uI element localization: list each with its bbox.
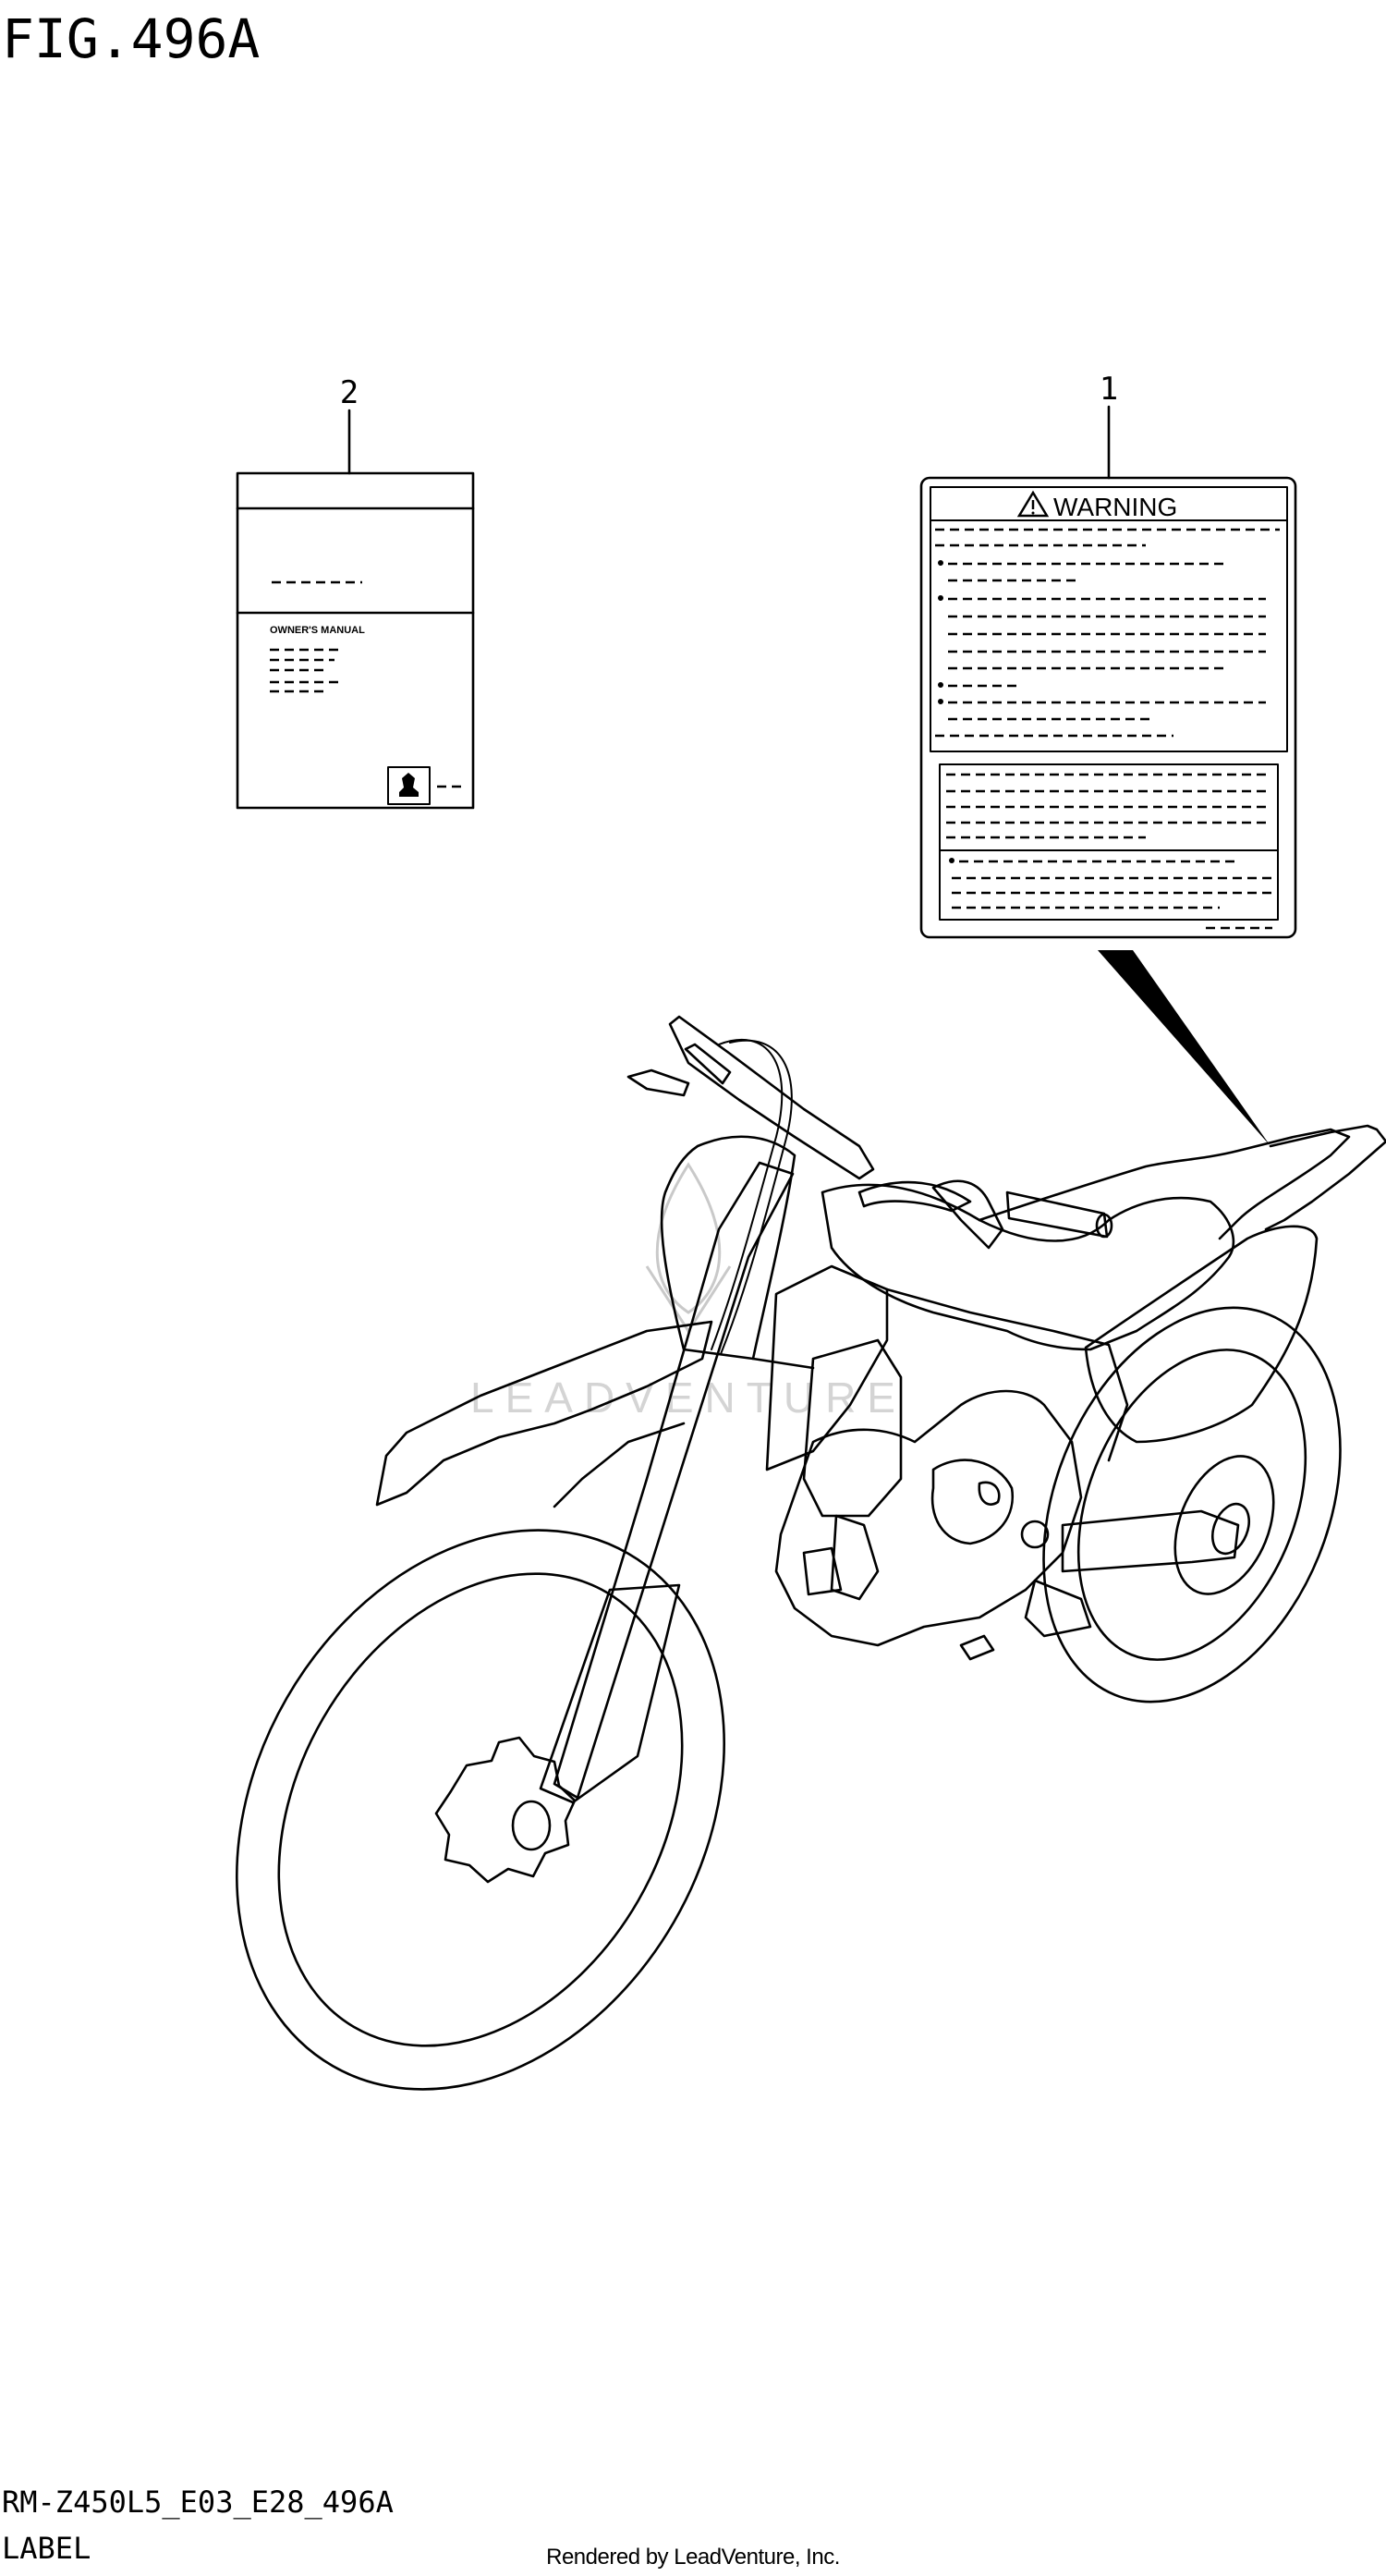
rear-wheel [1042,1306,1342,1703]
swingarm [1024,1509,1240,1638]
engine [774,1389,1083,1661]
front-fork [539,1161,815,1804]
front-wheel [236,1529,725,2091]
rear-fender [1264,1124,1386,1231]
seat [978,1128,1351,1240]
warning-text-lines [935,528,1280,738]
warning-box-lines [946,773,1271,839]
radiator [802,1338,903,1518]
control-cable [711,1039,784,1350]
figure-code: RM-Z450L5_E03_E28_496A [2,2484,394,2520]
motorcycle-illustration [236,1015,1386,2091]
callout-number-1: 1 [1100,371,1118,408]
callout-1: 1 [1100,371,1118,480]
front-fender [375,1320,713,1507]
warning-box-lines-lower [949,858,1271,910]
watermark-text: LEADVENTURE [470,1373,906,1422]
warning-label: WARNING [919,476,1297,939]
leadventure-watermark: LEADVENTURE [470,1162,906,1422]
label-location-pointer [1098,950,1270,1146]
manual-cover-text: OWNER'S MANUAL [270,625,365,636]
section-label: LABEL [2,2531,91,2566]
rendered-by-credit: Rendered by LeadVenture, Inc. [546,2545,840,2570]
figure-title: FIG.496A [2,7,260,70]
warning-triangle-icon [1016,490,1050,518]
side-number-plate [1084,1225,1319,1444]
manufacturer-logo-icon [399,773,419,797]
owners-manual: OWNER'S MANUAL [236,471,475,810]
warning-heading: WARNING [1053,493,1177,521]
handlebar [626,1015,1113,1250]
callout-number-2: 2 [340,374,359,411]
frame [553,1264,1129,1508]
callout-2: 2 [340,374,359,475]
